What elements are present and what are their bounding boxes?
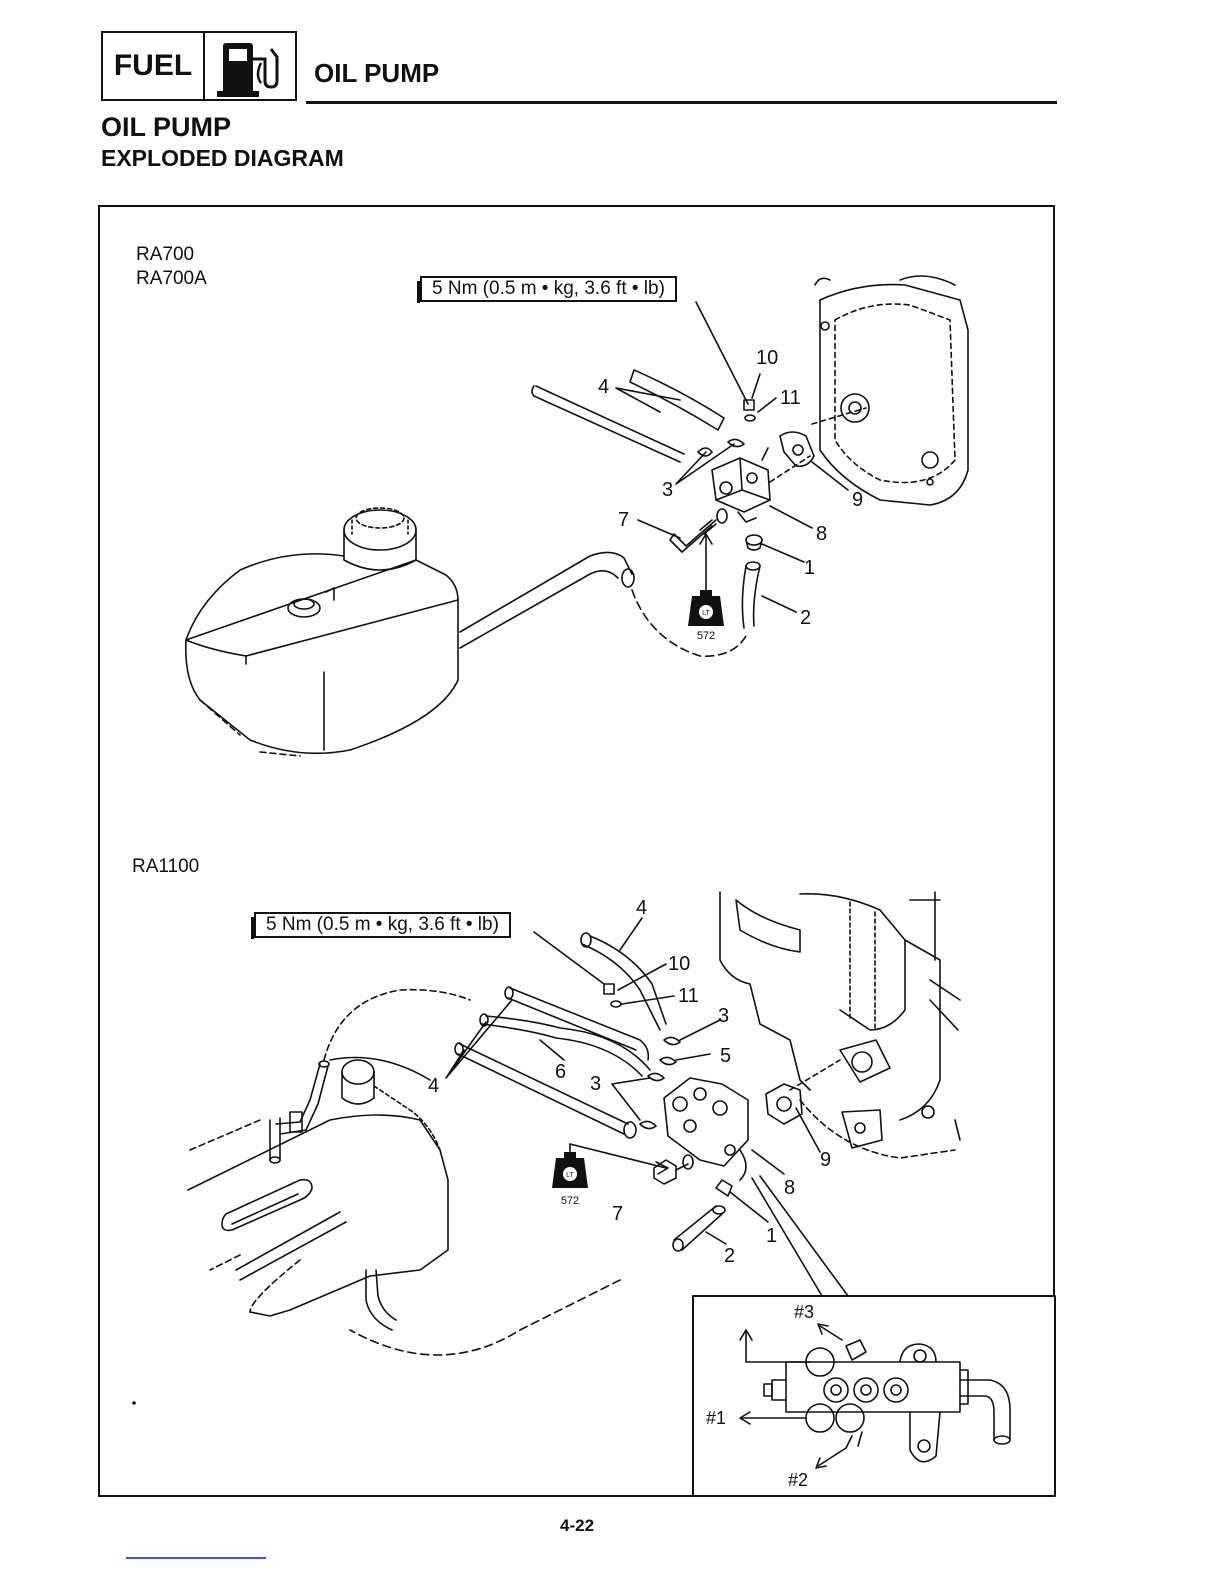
inset-port-2: #2 [788,1470,808,1490]
svg-text:LT: LT [702,610,710,617]
footer-link-underline[interactable] [126,1557,266,1559]
callout-upper-9: 9 [852,489,863,511]
gasket-9-upper [780,432,814,466]
callout-lower-9: 9 [820,1149,831,1171]
inset-port-3: #3 [794,1302,814,1322]
callout-lower-11: 11 [678,985,699,1007]
callout-lower-4-top: 4 [636,897,647,919]
page-number: 4-22 [560,1516,594,1536]
loctite-number-upper: 572 [697,630,715,642]
callout-upper-4: 4 [598,376,609,398]
callout-lower-3-top: 3 [718,1005,729,1027]
callout-upper-11: 11 [780,387,801,409]
callout-lower-2: 2 [724,1245,735,1267]
oil-pump-upper [712,448,770,522]
oil-tank-upper [186,508,634,756]
callout-lower-5: 5 [720,1045,731,1067]
callout-upper-2: 2 [800,607,811,629]
callout-lower-3: 3 [590,1073,601,1095]
callout-lower-1: 1 [766,1225,777,1247]
callout-lower-6: 6 [555,1061,566,1083]
callout-lower-7: 7 [612,1203,623,1225]
callout-upper-3: 3 [662,479,673,501]
callout-lower-10: 10 [668,953,690,975]
callout-upper-7: 7 [618,509,629,531]
svg-text:LT: LT [566,1172,574,1179]
loctite-bottle-icon: LT [688,590,724,626]
inset-port-1: #1 [706,1408,726,1428]
callout-upper-10: 10 [756,347,778,369]
engine-casing-upper [815,276,968,505]
engine-block-lower [720,892,960,1158]
oil-pump-lower [664,1078,748,1180]
callout-lower-4: 4 [428,1075,439,1097]
loctite-number-lower: 572 [561,1195,579,1207]
callout-lower-8: 8 [784,1177,795,1199]
oil-tank-lower [188,990,470,1330]
callout-upper-1: 1 [804,557,815,579]
callout-upper-8: 8 [816,523,827,545]
loctite-bottle-icon: LT [552,1152,588,1188]
